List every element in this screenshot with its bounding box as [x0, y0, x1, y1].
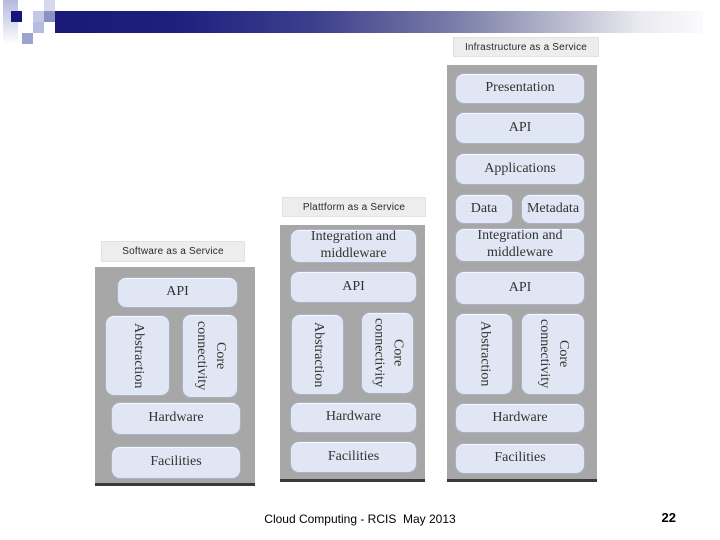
paas-facilities-box: Facilities	[290, 441, 417, 473]
paas-core-connectivity-box: Core connectivity	[361, 312, 414, 394]
iaas-metadata-box: Metadata	[521, 194, 585, 224]
iaas-abstraction-box: Abstraction	[455, 313, 513, 395]
slide-footer-text: Cloud Computing - RCIS May 2013	[264, 512, 456, 526]
iaas-data-box: Data	[455, 194, 513, 224]
saas-panel: API Abstraction Core connectivity Hardwa…	[95, 267, 255, 486]
iaas-core-connectivity-box: Core connectivity	[521, 313, 585, 395]
iaas-facilities-box: Facilities	[455, 443, 585, 474]
iaas-presentation-box: Presentation	[455, 73, 585, 104]
iaas-panel: Presentation API Applications Data Metad…	[447, 65, 597, 482]
paas-panel: Integration and middleware API Abstracti…	[280, 225, 425, 482]
slide-page-number: 22	[661, 510, 676, 525]
iaas-applications-box: Applications	[455, 153, 585, 185]
deco-square	[44, 11, 55, 22]
saas-hardware-box: Hardware	[111, 402, 241, 435]
saas-facilities-box: Facilities	[111, 446, 241, 479]
deco-horizontal-gradient-bar	[55, 11, 703, 33]
saas-api-box: API	[117, 277, 238, 308]
iaas-hardware-box: Hardware	[455, 403, 585, 433]
deco-square	[33, 22, 44, 33]
iaas-api-top-box: API	[455, 112, 585, 144]
deco-square-dark-navy	[11, 11, 22, 22]
deco-square	[44, 0, 55, 11]
iaas-column-label: Infrastructure as a Service	[453, 37, 599, 57]
paas-column-label: Plattform as a Service	[282, 197, 426, 217]
paas-hardware-box: Hardware	[290, 402, 417, 433]
deco-vertical-gradient-bar	[3, 0, 18, 44]
paas-integration-middleware-box: Integration and middleware	[290, 229, 417, 263]
saas-abstraction-box: Abstraction	[105, 315, 170, 396]
iaas-api-box: API	[455, 271, 585, 305]
paas-api-box: API	[290, 271, 417, 303]
paas-abstraction-box: Abstraction	[291, 314, 344, 395]
iaas-integration-middleware-box: Integration and middleware	[455, 228, 585, 262]
saas-column-label: Software as a Service	[101, 241, 245, 262]
saas-core-connectivity-box: Core connectivity	[182, 314, 238, 398]
deco-square	[33, 11, 44, 22]
deco-square	[22, 33, 33, 44]
